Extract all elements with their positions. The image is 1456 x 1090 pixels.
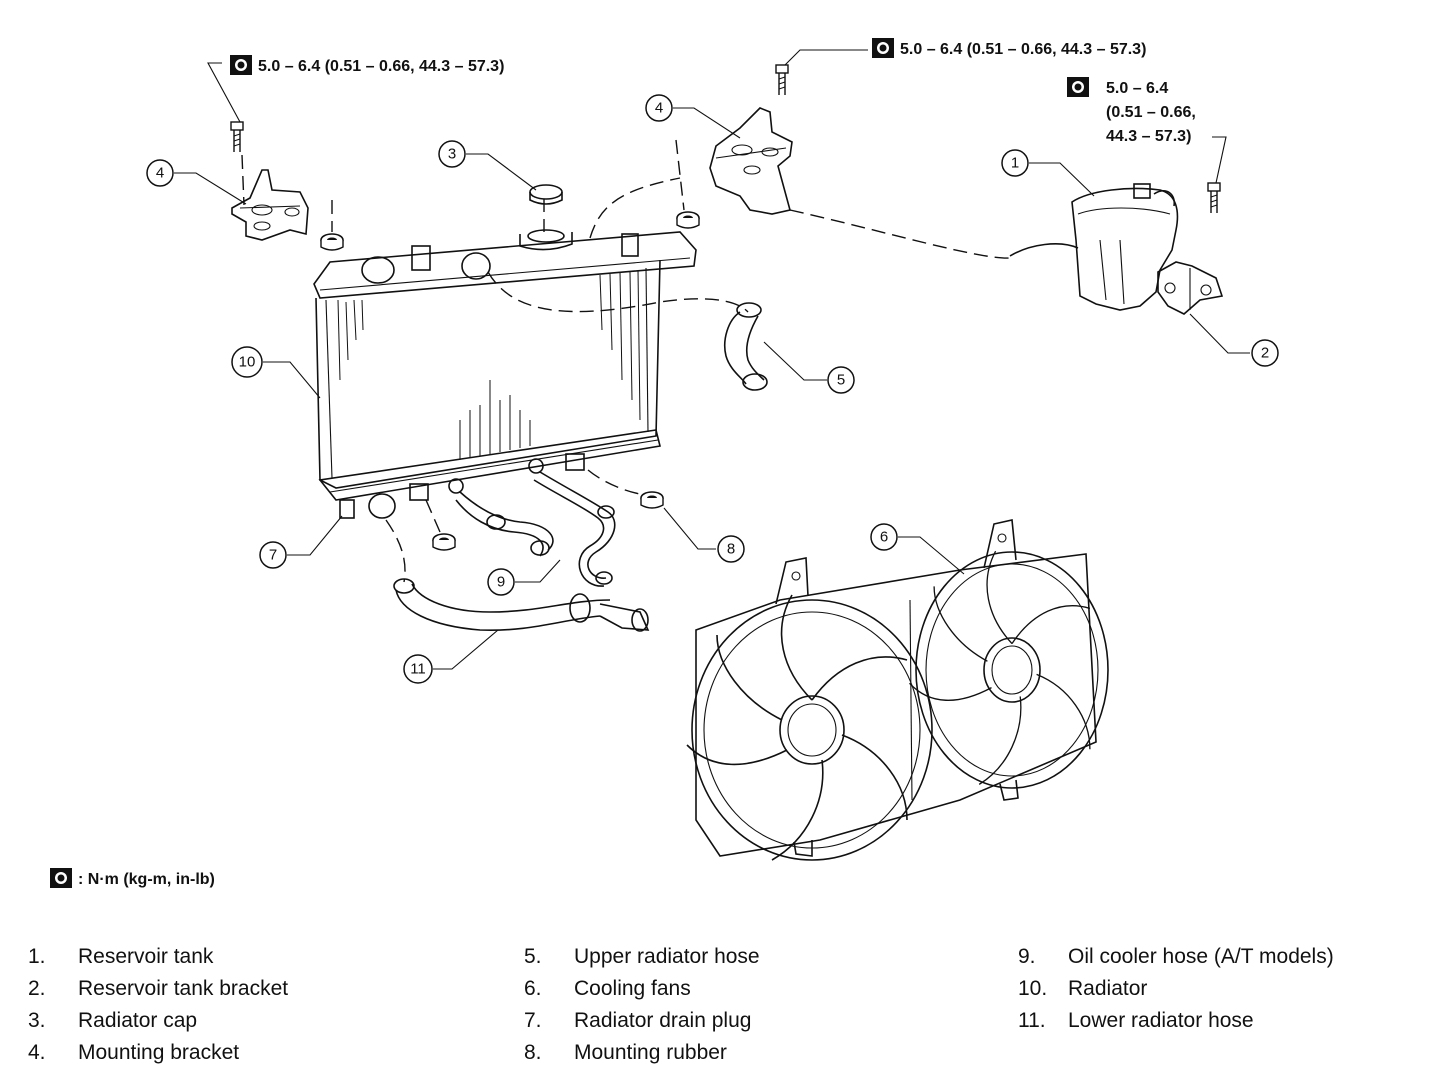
svg-text:10: 10 bbox=[239, 354, 256, 371]
oil-cooler-hose bbox=[455, 471, 616, 587]
bolt-icon bbox=[1207, 182, 1221, 214]
legend-item: 8.Mounting rubber bbox=[524, 1041, 727, 1064]
torque-text: 44.3 – 57.3) bbox=[1106, 128, 1191, 145]
radiator-cap bbox=[529, 184, 563, 205]
callout-6: 6 bbox=[870, 523, 898, 551]
upper-radiator-hose bbox=[724, 302, 768, 391]
torque-wrench-icon bbox=[872, 38, 894, 58]
callout-10: 10 bbox=[231, 346, 263, 378]
svg-text:5: 5 bbox=[837, 372, 845, 389]
callout-4-left: 4 bbox=[146, 159, 174, 187]
radiator bbox=[313, 229, 697, 519]
legend-item: 4.Mounting bracket bbox=[28, 1041, 240, 1064]
legend-item: 5.Upper radiator hose bbox=[524, 945, 760, 968]
mounting-bracket-right bbox=[709, 107, 793, 215]
torque-spec-bracket-left: 5.0 – 6.4 (0.51 – 0.66, 44.3 – 57.3) bbox=[230, 55, 504, 75]
svg-text:8: 8 bbox=[727, 541, 735, 558]
mounting-rubber-icon bbox=[432, 533, 456, 551]
torque-wrench-icon bbox=[230, 55, 252, 75]
legend-item: 10.Radiator bbox=[1018, 977, 1148, 1000]
torque-text: 5.0 – 6.4 (0.51 – 0.66, 44.3 – 57.3) bbox=[258, 58, 504, 75]
callout-9: 9 bbox=[487, 568, 515, 596]
mounting-bracket-left bbox=[231, 169, 309, 241]
legend-item: 11.Lower radiator hose bbox=[1018, 1009, 1254, 1032]
svg-text:1: 1 bbox=[1011, 155, 1019, 172]
callout-3: 3 bbox=[438, 140, 466, 168]
callout-leaders bbox=[174, 107, 1250, 670]
callout-2: 2 bbox=[1251, 339, 1279, 367]
legend-item: 7.Radiator drain plug bbox=[524, 1009, 752, 1032]
callout-1: 1 bbox=[1001, 149, 1029, 177]
lower-radiator-hose bbox=[385, 519, 650, 632]
legend-item: 2.Reservoir tank bracket bbox=[28, 977, 289, 1000]
svg-text:11: 11 bbox=[410, 661, 426, 678]
torque-text: 5.0 – 6.4 bbox=[1106, 80, 1168, 97]
reservoir-tank-bracket bbox=[1157, 261, 1224, 315]
legend-item: 1.Reservoir tank bbox=[28, 945, 214, 968]
torque-wrench-icon bbox=[1067, 77, 1089, 97]
torque-spec-bracket-right: 5.0 – 6.4 (0.51 – 0.66, 44.3 – 57.3) bbox=[872, 38, 1146, 58]
torque-spec-tank: 5.0 – 6.4 (0.51 – 0.66, 44.3 – 57.3) bbox=[1067, 77, 1196, 145]
svg-text:3: 3 bbox=[448, 146, 456, 163]
callout-11: 11 bbox=[403, 654, 433, 684]
bolt-icon bbox=[230, 121, 244, 153]
torque-text: (0.51 – 0.66, bbox=[1106, 104, 1196, 121]
callout-8: 8 bbox=[717, 535, 745, 563]
svg-text:4: 4 bbox=[156, 165, 164, 182]
torque-text: 5.0 – 6.4 (0.51 – 0.66, 44.3 – 57.3) bbox=[900, 41, 1146, 58]
legend-item: 6.Cooling fans bbox=[524, 977, 691, 1000]
legend-item: 3.Radiator cap bbox=[28, 1009, 198, 1032]
mounting-rubber-icon bbox=[320, 233, 344, 251]
svg-text:4: 4 bbox=[655, 100, 663, 117]
reservoir-tank bbox=[1009, 183, 1179, 311]
svg-text:7: 7 bbox=[269, 547, 277, 564]
torque-wrench-icon bbox=[50, 868, 72, 888]
bolt-icon bbox=[775, 64, 789, 96]
callout-7: 7 bbox=[259, 541, 287, 569]
svg-text:6: 6 bbox=[880, 529, 888, 546]
svg-text:9: 9 bbox=[497, 574, 505, 591]
svg-text:2: 2 bbox=[1261, 345, 1269, 362]
units-text: : N·m (kg-m, in-lb) bbox=[78, 871, 215, 888]
units-key: : N·m (kg-m, in-lb) bbox=[50, 868, 215, 888]
cooling-fans bbox=[686, 519, 1109, 861]
callout-5: 5 bbox=[827, 366, 855, 394]
legend-item: 9.Oil cooler hose (A/T models) bbox=[1018, 945, 1334, 968]
mounting-rubber-icon bbox=[676, 211, 700, 229]
callout-4-right: 4 bbox=[645, 94, 673, 122]
mounting-rubber-icon bbox=[640, 491, 664, 509]
